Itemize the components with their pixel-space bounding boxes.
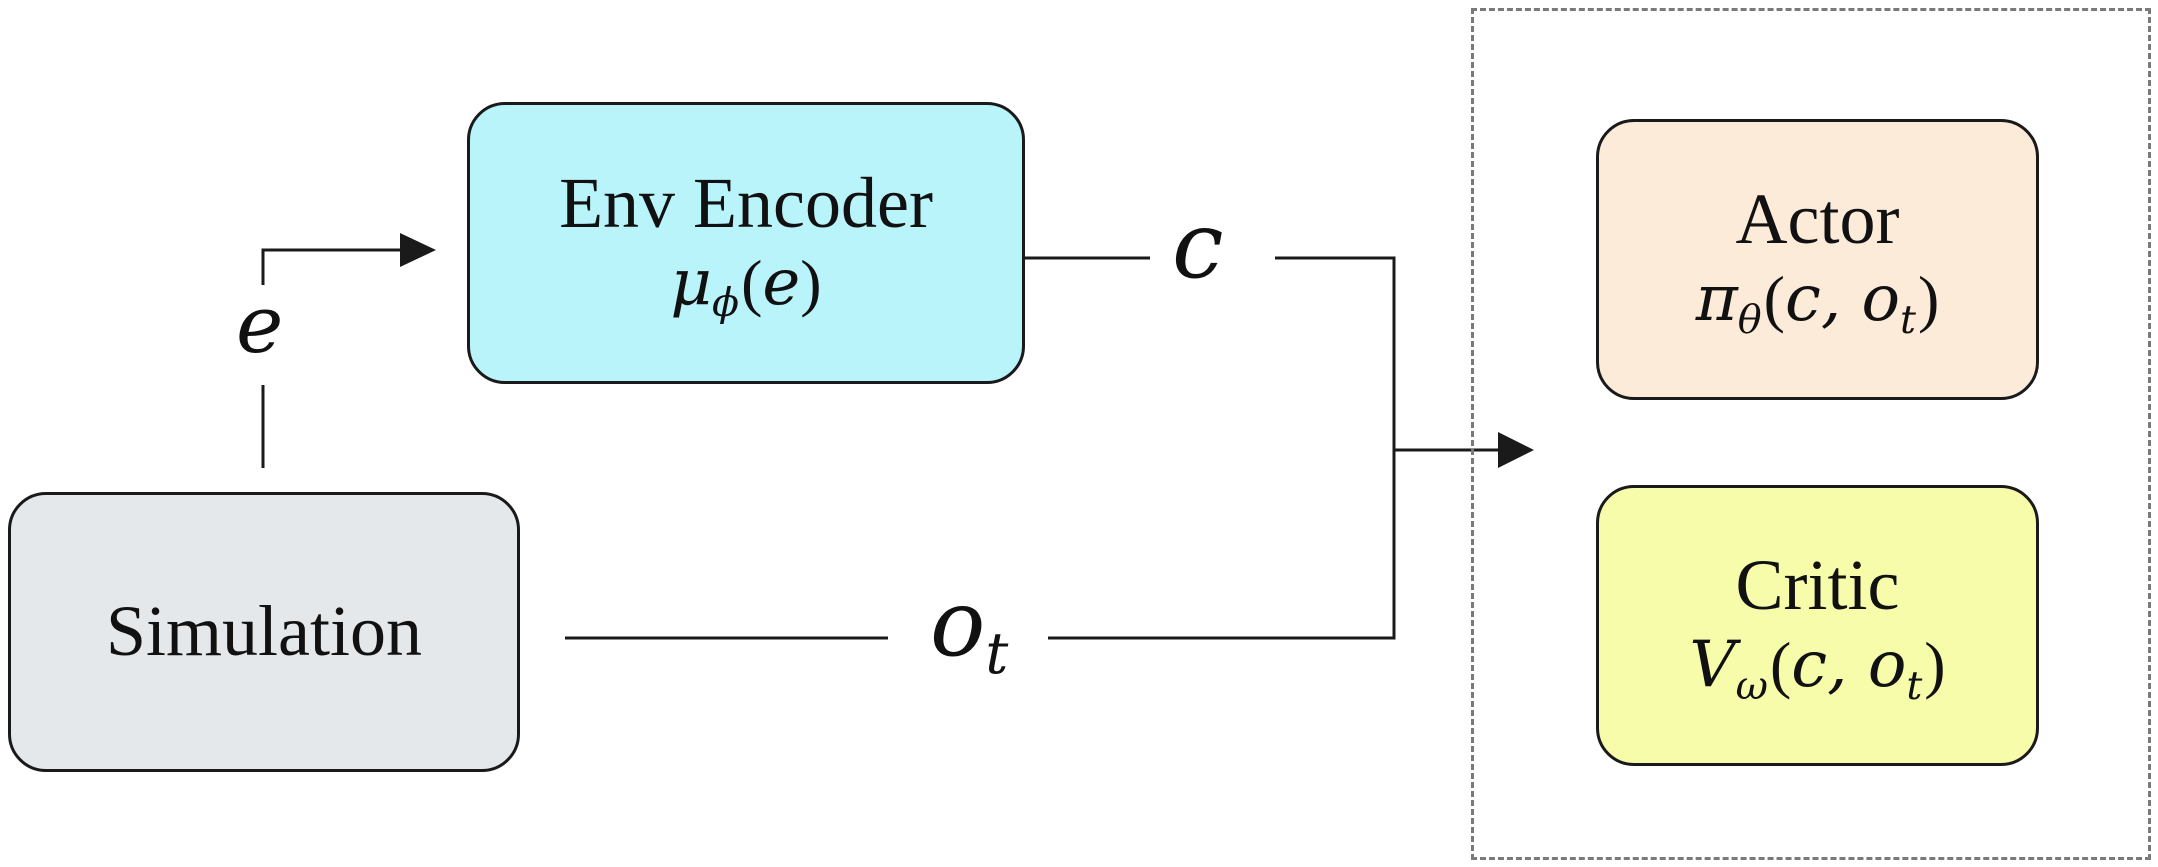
simulation-title: Simulation bbox=[105, 591, 423, 672]
actor-args: c, o bbox=[1784, 262, 1901, 336]
env-encoder-node[interactable]: Env Encoder μϕ(e) bbox=[467, 102, 1025, 384]
critic-formula: Vω(c, ot) bbox=[1689, 628, 1946, 709]
actor-func-sub: θ bbox=[1737, 296, 1762, 343]
actor-title: Actor bbox=[1735, 179, 1900, 260]
env-encoder-func: μ bbox=[670, 245, 713, 320]
actor-formula: πθ(c, ot) bbox=[1695, 262, 1940, 343]
actor-func: π bbox=[1695, 262, 1738, 336]
env-encoder-args: e bbox=[762, 245, 801, 320]
critic-func-sub: ω bbox=[1735, 662, 1768, 709]
edge-ot-right bbox=[1048, 450, 1396, 640]
critic-args-sub: t bbox=[1906, 662, 1923, 709]
env-encoder-formula: μϕ(e) bbox=[670, 245, 822, 327]
edge-e-arrowhead bbox=[400, 233, 436, 267]
simulation-node[interactable]: Simulation bbox=[8, 492, 520, 772]
edge-label-o: o bbox=[930, 570, 986, 677]
env-encoder-func-sub: ϕ bbox=[712, 280, 740, 327]
edge-label-o-sub: t bbox=[985, 621, 1009, 688]
critic-func: V bbox=[1689, 628, 1736, 702]
actor-args-sub: t bbox=[1900, 296, 1916, 343]
edge-label-e: e bbox=[236, 278, 284, 371]
actor-node[interactable]: Actor πθ(c, ot) bbox=[1596, 119, 2039, 400]
edge-merge-arrowhead bbox=[1498, 432, 1534, 468]
env-encoder-title: Env Encoder bbox=[559, 162, 933, 243]
critic-args: c, o bbox=[1791, 628, 1907, 702]
critic-title: Critic bbox=[1735, 545, 1900, 626]
edge-label-o-t: ot bbox=[930, 578, 1010, 683]
critic-node[interactable]: Critic Vω(c, ot) bbox=[1596, 485, 2039, 766]
edge-label-c: c bbox=[1172, 192, 1224, 299]
edge-e-upper bbox=[261, 248, 400, 285]
edge-c-right bbox=[1275, 256, 1396, 450]
actor-critic-group-frame bbox=[1471, 8, 2151, 860]
